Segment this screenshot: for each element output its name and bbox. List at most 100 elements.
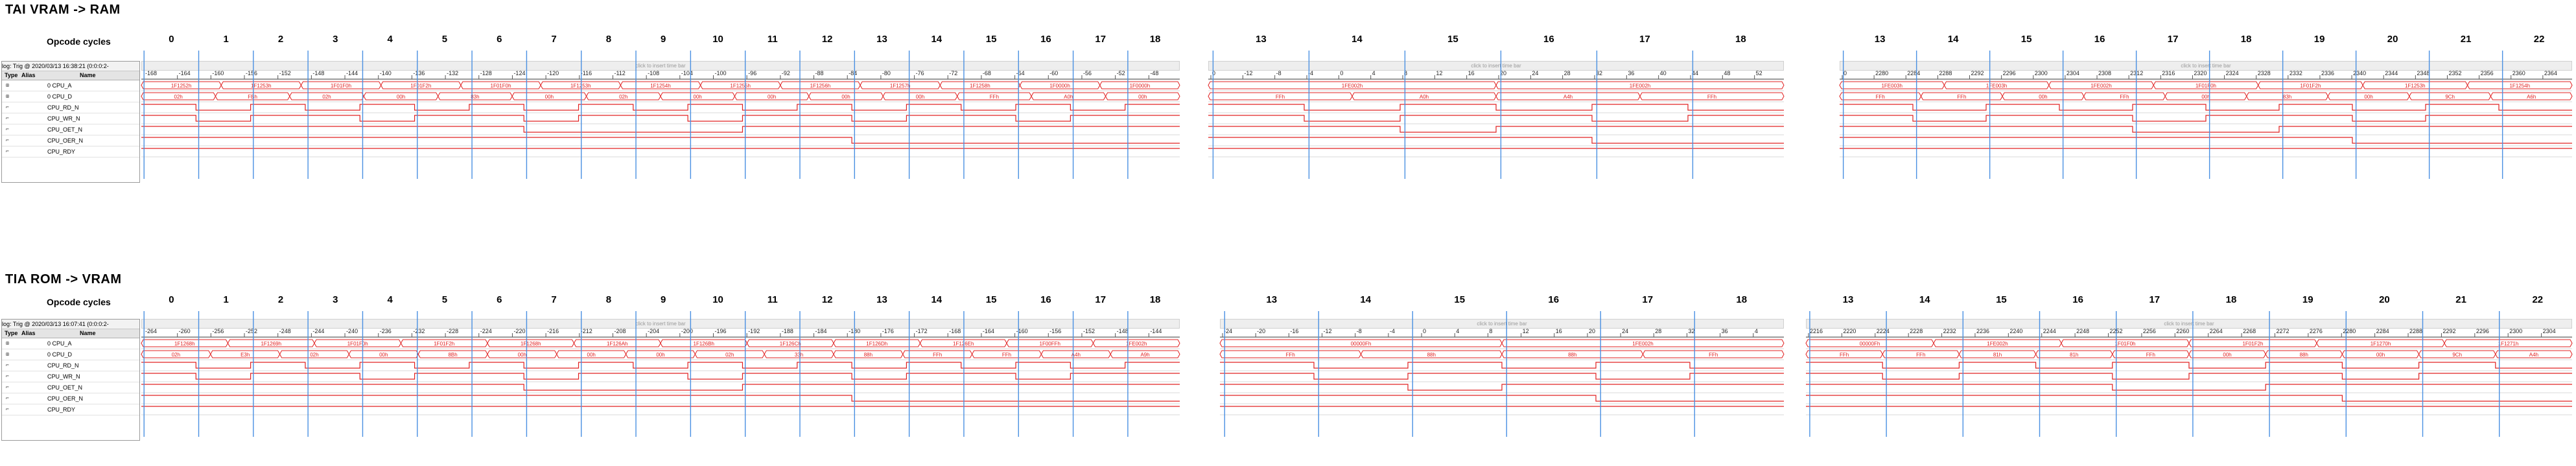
trigger-text: log: Trig @ 2020/03/13 16:38:21 (0:0:0:2…	[2, 63, 109, 69]
bus-value-label: 1FE002h	[1342, 83, 1363, 89]
cycle-number: 7	[551, 34, 557, 45]
digital-waveform	[1840, 126, 2572, 133]
bus-value-label: 8Bh	[448, 352, 457, 358]
tick-label: -4	[1390, 328, 1395, 334]
tick-label: -52	[1117, 70, 1125, 76]
bus-segment	[620, 81, 701, 89]
tick-label: 48	[1724, 70, 1730, 76]
bus-segment	[460, 81, 541, 89]
wire-signal-icon: ⌐	[6, 395, 9, 401]
tick-label: 2292	[1971, 70, 1984, 76]
tick-label: -116	[581, 70, 592, 76]
bus-segment	[381, 81, 462, 89]
signal-row[interactable]: ⌐CPU_WR_N	[2, 371, 139, 382]
tick-label: 2332	[2289, 70, 2302, 76]
bus-segment	[2327, 92, 2410, 100]
cycle-number: 1	[223, 294, 229, 305]
signal-name: CPU_OER_N	[47, 395, 84, 402]
bus-segment	[363, 92, 439, 100]
signal-row[interactable]: ⊞0 CPU_D	[2, 91, 139, 102]
bus-value-label: 88h	[1427, 352, 1436, 358]
signal-row[interactable]: ⌐CPU_RD_N	[2, 102, 139, 113]
tick-label: 2296	[2476, 328, 2489, 334]
tick-label: -4	[1308, 70, 1313, 76]
tick-label: -240	[346, 328, 358, 334]
digital-waveform	[141, 373, 1180, 380]
signal-row[interactable]: ⊞0 CPU_A	[2, 338, 139, 349]
tick-label: -124	[513, 70, 525, 76]
cycle-number: 5	[441, 34, 448, 45]
bus-segment	[2061, 339, 2190, 347]
opcode-cycles-title: Opcode cycles	[47, 36, 111, 47]
tick-label: -192	[748, 328, 760, 334]
tick-label: 2288	[1939, 70, 1952, 76]
bus-value-label: 00h	[656, 352, 664, 358]
tick-label: -64	[1016, 70, 1025, 76]
time-bar-strip[interactable]: click to insert time bar	[141, 319, 1180, 329]
signal-row[interactable]: ⌐ CPU_RDY	[2, 404, 139, 415]
bus-segment	[289, 92, 364, 100]
bus-value-label: FFh	[1709, 352, 1718, 358]
header-type: Type	[5, 72, 18, 78]
tick-label: -160	[212, 70, 224, 76]
cycle-number: 10	[712, 34, 723, 45]
bus-segment	[1105, 92, 1180, 100]
signal-name: CPU_RDY	[47, 406, 76, 413]
digital-waveform	[141, 384, 1180, 391]
table-header: Type Alias Name	[2, 71, 139, 80]
waveform-panel[interactable]: click to insert time bar-264-260-256-252…	[141, 311, 1180, 439]
signal-row[interactable]: ⌐CPU_OET_N	[2, 382, 139, 393]
bus-value-label: 1F1252h	[171, 83, 192, 89]
wire-signal-icon: ⌐	[6, 406, 9, 412]
signal-row[interactable]: ⌐CPU_RD_N	[2, 360, 139, 371]
bus-value-label: A4h	[1071, 352, 1081, 358]
signal-row[interactable]: ⊞0 CPU_D	[2, 349, 139, 360]
tick-label: 2340	[2353, 70, 2366, 76]
time-bar-strip[interactable]: click to insert time bar	[1806, 319, 2572, 329]
opcode-cycles-title: Opcode cycles	[47, 297, 111, 307]
signal-row[interactable]: ⌐CPU_WR_N	[2, 113, 139, 124]
time-bar-strip[interactable]: click to insert time bar	[1220, 319, 1784, 329]
wire-signal-icon: ⌐	[6, 384, 9, 390]
cycle-number: 9	[661, 294, 666, 305]
time-bar-strip[interactable]: click to insert time bar	[1840, 61, 2572, 71]
bus-segment	[2467, 81, 2573, 89]
bus-value-label: 1F1270h	[2371, 341, 2391, 347]
tick-label: 44	[1692, 70, 1698, 76]
bus-value-label: A0h	[1420, 94, 1429, 100]
table-header: Type Alias Name	[2, 329, 139, 338]
tick-label: -88	[815, 70, 824, 76]
tick-label: -228	[447, 328, 458, 334]
time-bar-strip[interactable]: click to insert time bar	[1208, 61, 1784, 71]
bus-segment	[2188, 339, 2317, 347]
signal-row[interactable]: ⌐CPU_OET_N	[2, 124, 139, 135]
waveform-panel[interactable]: click to insert time bar-168-164-160-156…	[141, 51, 1180, 181]
bus-value-label: FFh	[1286, 352, 1295, 358]
tick-label: -140	[380, 70, 392, 76]
tick-label: 2360	[2512, 70, 2525, 76]
bus-value-label: 00h	[841, 94, 850, 100]
signal-row[interactable]: ⌐CPU_RDY	[2, 146, 139, 157]
bus-segment	[314, 339, 402, 347]
signal-name: CPU_WR_N	[47, 115, 80, 122]
waveform-panel[interactable]: click to insert time bar-24-20-16-12-8-4…	[1219, 311, 1785, 439]
tick-label: 36	[1722, 328, 1728, 334]
time-bar-strip[interactable]: click to insert time bar	[141, 61, 1180, 71]
signal-row[interactable]: ⌐CPU_OER_N	[2, 135, 139, 146]
bus-value-label: 1F01F0h	[347, 341, 368, 347]
bus-value-label: 00h	[694, 94, 702, 100]
bus-value-label: 9Ch	[2452, 352, 2462, 358]
bus-segment	[141, 92, 216, 100]
bus-segment	[279, 350, 349, 358]
tick-label: 2324	[2226, 70, 2239, 76]
signal-row[interactable]: ⊞0 CPU_A	[2, 80, 139, 91]
cycle-number: 15	[1447, 34, 1458, 45]
tick-label: 2296	[2003, 70, 2016, 76]
signal-row[interactable]: ⌐ CPU_OER_N	[2, 393, 139, 404]
cycle-number: 2	[277, 34, 284, 45]
tick-label: -108	[648, 70, 659, 76]
signal-name: CPU_OER_N	[47, 137, 84, 144]
